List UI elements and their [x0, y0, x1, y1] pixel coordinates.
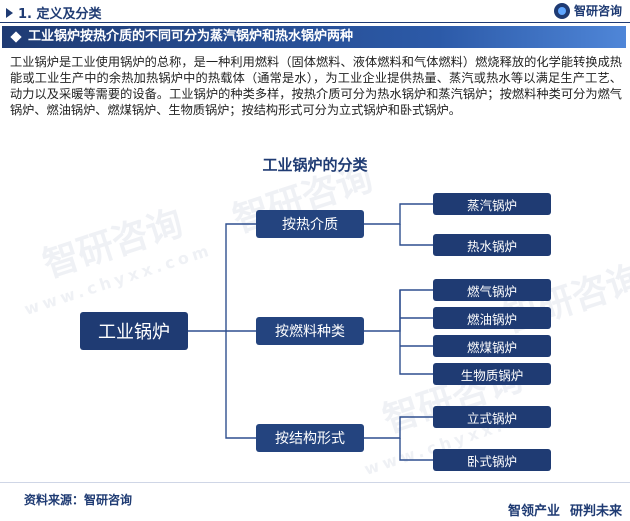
section-label: 1. 定义及分类 — [6, 3, 102, 22]
title-banner: 工业锅炉按热介质的不同可分为蒸汽锅炉和热水锅炉两种 — [2, 26, 626, 48]
connector — [364, 203, 433, 225]
brand-logo: 智研咨询 — [553, 2, 622, 19]
connector — [399, 438, 433, 461]
node-root: 工业锅炉 — [80, 312, 188, 350]
node-leaf: 生物质锅炉 — [433, 363, 551, 385]
connector — [188, 223, 256, 332]
banner-title: 工业锅炉按热介质的不同可分为蒸汽锅炉和热水锅炉两种 — [28, 29, 354, 44]
node-leaf: 燃气锅炉 — [433, 279, 551, 301]
connector — [364, 289, 433, 332]
footer-brand: 智领产业 研判未来 — [508, 500, 622, 519]
diagram-title: 工业锅炉的分类 — [262, 156, 368, 174]
node-leaf: 燃油锅炉 — [433, 307, 551, 329]
node-leaf: 卧式锅炉 — [433, 449, 551, 471]
node-group-fuel-type: 按燃料种类 — [256, 317, 364, 345]
triangle-icon — [6, 7, 13, 18]
node-group-heat-medium: 按热介质 — [256, 210, 364, 238]
footer-slogan-a: 智领产业 — [507, 504, 560, 519]
connector — [364, 416, 433, 439]
intro-paragraph: 工业锅炉是工业使用锅炉的总称，是一种利用燃料（固体燃料、液体燃料和气体燃料）燃烧… — [10, 55, 622, 117]
footer-divider — [0, 482, 630, 483]
logo-icon — [553, 2, 570, 19]
connector — [399, 224, 433, 246]
node-group-structure: 按结构形式 — [256, 424, 364, 452]
node-leaf: 热水锅炉 — [433, 234, 551, 256]
connector — [399, 290, 433, 375]
top-bar: 1. 定义及分类 智研咨询 — [0, 0, 630, 23]
node-leaf: 燃煤锅炉 — [433, 335, 551, 357]
node-leaf: 立式锅炉 — [433, 406, 551, 428]
source-note: 资料来源：智研咨询 — [24, 493, 133, 507]
connector — [225, 331, 256, 439]
node-leaf: 蒸汽锅炉 — [433, 193, 551, 215]
footer-slogan-b: 研判未来 — [569, 504, 622, 519]
